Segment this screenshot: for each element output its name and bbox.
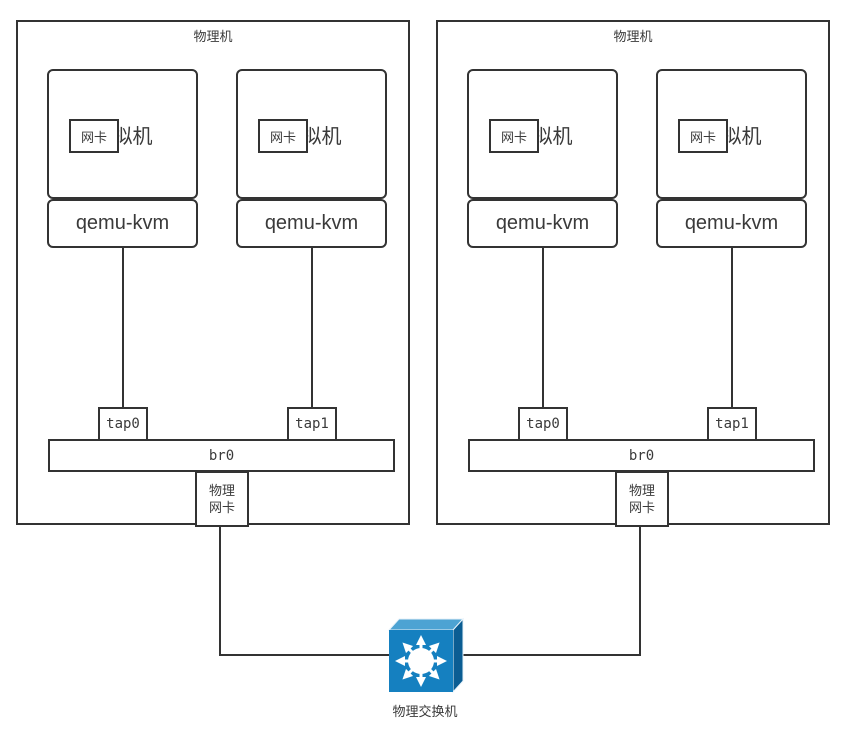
qemu-kvm-box: qemu-kvm <box>47 199 198 248</box>
physical-machine-label: 物理机 <box>613 29 653 44</box>
physical-machine-label: 物理机 <box>193 29 233 44</box>
physical-nic-label-line1: 物理 <box>208 483 235 498</box>
bridge-box: br0 <box>468 439 815 472</box>
connector-left-pnic-down <box>219 525 221 656</box>
connector-right-to-switch <box>455 654 641 656</box>
vm-nic-box: 网卡 <box>69 119 119 153</box>
switch-icon <box>387 611 465 695</box>
tap-interface-box: tap1 <box>287 407 337 441</box>
physical-nic-label-line2: 网卡 <box>208 500 235 515</box>
switch-top-face <box>387 618 465 631</box>
connector-left-to-switch <box>219 654 391 656</box>
switch-hub-circle <box>408 648 434 674</box>
physical-nic-box: 物理 网卡 <box>195 471 249 527</box>
qemu-kvm-box: qemu-kvm <box>656 199 807 248</box>
connector-qemu-to-tap <box>311 248 313 408</box>
connector-qemu-to-tap <box>122 248 124 408</box>
qemu-kvm-box: qemu-kvm <box>467 199 618 248</box>
physical-nic-label-line2: 网卡 <box>628 500 655 515</box>
switch-label: 物理交换机 <box>392 704 458 719</box>
bridge-box: br0 <box>48 439 395 472</box>
connector-qemu-to-tap <box>731 248 733 408</box>
physical-machine-box: 物理机 虚拟机 网卡 qemu-kvm 虚拟机 网卡 qemu-kvm tap0… <box>16 20 410 527</box>
switch-side-face <box>452 617 464 694</box>
vm-nic-box: 网卡 <box>489 119 539 153</box>
connector-qemu-to-tap <box>542 248 544 408</box>
vm-nic-box: 网卡 <box>678 119 728 153</box>
physical-nic-box: 物理 网卡 <box>615 471 669 527</box>
tap-interface-box: tap0 <box>98 407 148 441</box>
qemu-kvm-box: qemu-kvm <box>236 199 387 248</box>
connector-right-pnic-down <box>639 525 641 656</box>
physical-machine-box: 物理机 虚拟机 网卡 qemu-kvm 虚拟机 网卡 qemu-kvm tap0… <box>436 20 830 527</box>
tap-interface-box: tap0 <box>518 407 568 441</box>
tap-interface-box: tap1 <box>707 407 757 441</box>
physical-nic-label-line1: 物理 <box>628 483 655 498</box>
vm-nic-box: 网卡 <box>258 119 308 153</box>
